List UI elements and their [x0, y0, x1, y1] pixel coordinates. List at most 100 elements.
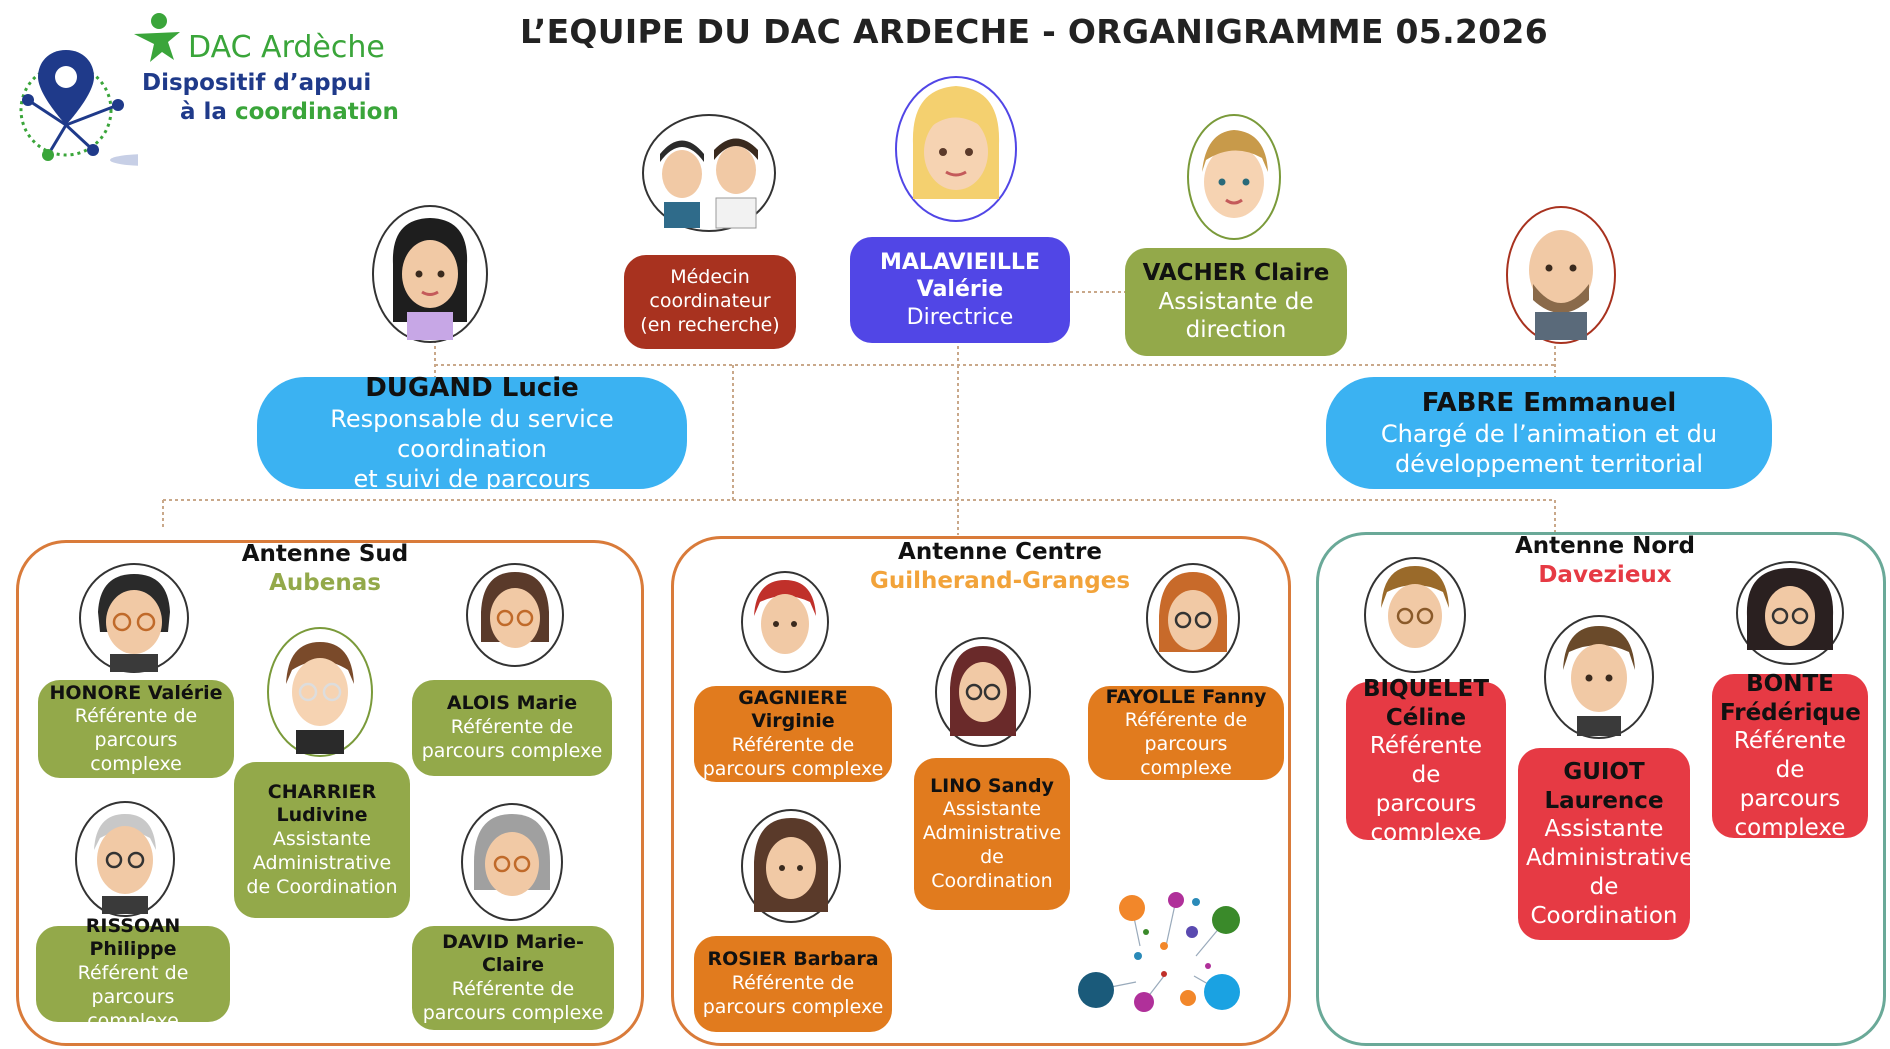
guiot-name2: Laurence	[1544, 787, 1664, 814]
bonte-role2: parcours	[1739, 785, 1841, 812]
medecin-line1: Médecin	[670, 266, 750, 289]
rosier-name: ROSIER Barbara	[707, 948, 879, 971]
honore-box: HONORE Valérie Référente de parcours com…	[38, 680, 234, 778]
charrier-name2: Ludivine	[276, 804, 368, 827]
coord-role2: et suivi de parcours	[353, 465, 591, 494]
fayolle-role2: parcours complexe	[1140, 733, 1232, 779]
guiot-box: GUIOT Laurence Assistante Administrative…	[1518, 748, 1694, 940]
rosier-role2: parcours complexe	[702, 995, 884, 1018]
anim-name: FABRE Emmanuel	[1421, 387, 1677, 418]
rissoan-box: RISSOAN Philippe Référent de parcours co…	[36, 915, 230, 1032]
antenne-nord-city: Davezieux	[1538, 561, 1672, 588]
rissoan-role1: Référent de	[77, 962, 189, 985]
avatar-alois	[466, 563, 564, 667]
lino-role1: Assistante	[942, 798, 1042, 821]
director-role: Directrice	[906, 304, 1014, 330]
bonte-role3: complexe	[1734, 814, 1846, 841]
guiot-role4: Coordination	[1530, 902, 1678, 929]
david-role1: Référente de	[451, 978, 575, 1000]
gagniere-box: GAGNIERE Virginie Référente de parcours …	[694, 686, 892, 782]
assistant-direction-box: VACHER Claire Assistante de direction	[1125, 248, 1347, 356]
honore-role2: parcours complexe	[90, 729, 182, 775]
avatar-dugand	[372, 205, 488, 343]
rosier-role1: Référente de	[731, 972, 855, 995]
avatar-rosier	[741, 809, 841, 923]
avatar-charrier	[267, 627, 373, 757]
rosier-box: ROSIER Barbara Référente de parcours com…	[694, 936, 892, 1032]
avatar-rissoan	[75, 801, 175, 917]
assistant-role1: Assistante de	[1158, 288, 1314, 315]
gagniere-name: GAGNIERE Virginie	[738, 686, 848, 733]
rissoan-name: RISSOAN Philippe	[85, 914, 181, 961]
avatar-fayolle	[1146, 563, 1240, 673]
charrier-role1: Assistante	[272, 828, 372, 851]
person-figure-icon	[134, 13, 180, 62]
gagniere-role1: Référente de	[731, 734, 855, 756]
avatar-malavieille	[895, 76, 1017, 222]
guiot-name1: GUIOT	[1563, 758, 1645, 785]
avatar-medecin-pair	[642, 114, 776, 232]
gagniere-role2: parcours complexe	[702, 757, 884, 780]
rissoan-role2: parcours complexe	[87, 985, 179, 1032]
avatar-honore	[79, 563, 189, 673]
bonte-box: BONTE Frédérique Référente de parcours c…	[1712, 671, 1868, 841]
antenne-nord-title: Antenne Nord Davezieux	[1490, 532, 1720, 590]
medecin-line2: coordinateur	[649, 290, 771, 313]
coord-box: DUGAND Lucie Responsable du service coor…	[257, 373, 687, 493]
biquelet-role1: Référente de	[1369, 733, 1483, 788]
avatar-fabre	[1506, 206, 1616, 344]
david-role2: parcours complexe	[422, 1001, 604, 1024]
avatar-gagniere	[741, 571, 829, 673]
charrier-role3: de Coordination	[246, 875, 398, 898]
avatar-biquelet	[1364, 557, 1466, 673]
biquelet-name2: Céline	[1385, 704, 1467, 731]
antenne-centre-name: Antenne Centre	[898, 539, 1102, 565]
logo-line1: Dispositif d’appui	[142, 70, 372, 96]
coord-name: DUGAND Lucie	[365, 372, 579, 403]
anim-role1: Chargé de l’animation et du	[1380, 420, 1718, 449]
director-name1: MALAVIEILLE	[880, 249, 1040, 275]
logo-line2-b: coordination	[234, 99, 399, 125]
alois-box: ALOIS Marie Référente de parcours comple…	[412, 680, 612, 776]
avatar-bonte	[1736, 561, 1844, 665]
bonte-role1: Référente de	[1733, 728, 1847, 783]
logo-brand: DAC Ardèche	[188, 30, 385, 65]
charrier-box: CHARRIER Ludivine Assistante Administrat…	[234, 762, 410, 918]
biquelet-role2: parcours	[1375, 790, 1477, 817]
coord-role1: Responsable du service coordination	[330, 405, 614, 464]
fayolle-box: FAYOLLE Fanny Référente de parcours comp…	[1088, 686, 1284, 780]
david-box: DAVID Marie-Claire Référente de parcours…	[412, 926, 614, 1030]
network-dots-decoration-icon	[1078, 892, 1240, 1012]
logo-line2-a: à la	[180, 99, 235, 125]
page-title: L’EQUIPE DU DAC ARDECHE - ORGANIGRAMME 0…	[520, 12, 1548, 51]
antenne-sud-name: Antenne Sud	[241, 541, 409, 567]
david-name: DAVID Marie-Claire	[442, 930, 584, 977]
director-name2: Valérie	[916, 277, 1004, 303]
biquelet-role3: complexe	[1370, 819, 1482, 846]
anim-box: FABRE Emmanuel Chargé de l’animation et …	[1326, 377, 1772, 489]
antenne-sud-title: Antenne Sud Aubenas	[210, 540, 440, 598]
alois-name: ALOIS Marie	[446, 692, 578, 715]
honore-role1: Référente de	[74, 705, 198, 728]
lino-role2: Administrative	[922, 822, 1062, 845]
lino-name: LINO Sandy	[930, 774, 1054, 797]
antenne-nord-name: Antenne Nord	[1515, 533, 1695, 559]
location-pin-network-icon	[19, 50, 138, 166]
biquelet-box: BIQUELET Céline Référente de parcours co…	[1346, 676, 1506, 846]
biquelet-name1: BIQUELET	[1362, 675, 1490, 702]
charrier-role2: Administrative	[252, 851, 392, 874]
guiot-role2: Administrative	[1526, 845, 1694, 871]
antenne-sud	[16, 540, 644, 1046]
honore-name: HONORE Valérie	[49, 681, 223, 704]
bonte-name2: Frédérique	[1720, 699, 1861, 726]
antenne-sud-city: Aubenas	[269, 569, 381, 596]
medecin-box: Médecin coordinateur (en recherche)	[624, 255, 796, 349]
avatar-lino	[935, 637, 1031, 747]
alois-role2: parcours complexe	[421, 739, 603, 762]
antenne-centre-city: Guilherand-Granges	[869, 567, 1131, 594]
guiot-role3: de	[1589, 873, 1619, 900]
logo-line2: à la coordination	[180, 99, 399, 125]
anim-role2: développement territorial	[1394, 450, 1704, 479]
lino-role3: de Coordination	[931, 845, 1053, 892]
